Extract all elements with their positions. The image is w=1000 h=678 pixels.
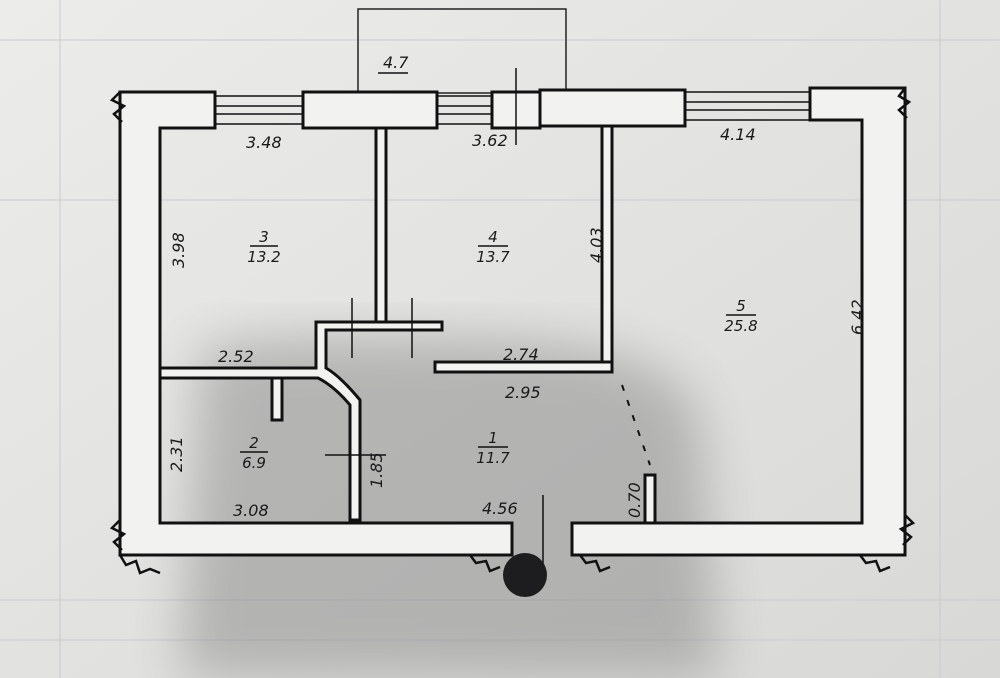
dim-room2-height: 2.31 (167, 436, 186, 472)
room-3-label: 3 13.2 (247, 228, 280, 266)
balcony (357, 8, 567, 94)
dim-top-left: 3.48 (246, 133, 282, 152)
dim-corridor-width: 1.85 (367, 452, 386, 488)
svg-text:1: 1 (488, 429, 498, 447)
room-5-label: 5 25.8 (724, 297, 757, 335)
wall-segment (301, 90, 439, 130)
dim-door-width: 0.70 (625, 482, 644, 518)
phone-shadow (180, 336, 720, 678)
svg-text:6.9: 6.9 (242, 454, 266, 472)
black-dot (503, 553, 547, 597)
svg-text:25.8: 25.8 (724, 317, 757, 335)
dim-room5-height: 6.42 (848, 299, 867, 335)
windows (214, 68, 811, 145)
interior-walls (158, 124, 657, 575)
room-1-label: 1 11.7 (476, 429, 510, 467)
svg-text:4: 4 (488, 228, 498, 246)
dim-room3-height: 3.98 (169, 232, 188, 268)
svg-text:2: 2 (249, 434, 259, 452)
room-2-label: 2 6.9 (240, 434, 268, 472)
svg-text:13.2: 13.2 (247, 248, 280, 266)
dim-top-right: 4.14 (720, 125, 756, 144)
wall-break-marks (109, 87, 916, 575)
dim-top-middle: 3.62 (472, 131, 508, 150)
dim-room2-bottom: 3.08 (233, 501, 269, 520)
wall-segment (538, 88, 687, 128)
svg-text:11.7: 11.7 (476, 449, 510, 467)
svg-text:5: 5 (736, 297, 746, 315)
dim-room1-bottom: 4.56 (482, 499, 518, 518)
dim-room4-bottom-inner: 2.74 (503, 345, 539, 364)
svg-text:13.7: 13.7 (476, 248, 510, 266)
room-4-label: 4 13.7 (476, 228, 510, 266)
dim-room3-bottom: 2.52 (218, 347, 254, 366)
dim-room4-bottom-outer: 2.95 (505, 383, 541, 402)
dim-room4-height: 4.03 (587, 227, 606, 263)
balcony-width-label: 4.7 (383, 53, 409, 72)
svg-text:3: 3 (259, 228, 269, 246)
